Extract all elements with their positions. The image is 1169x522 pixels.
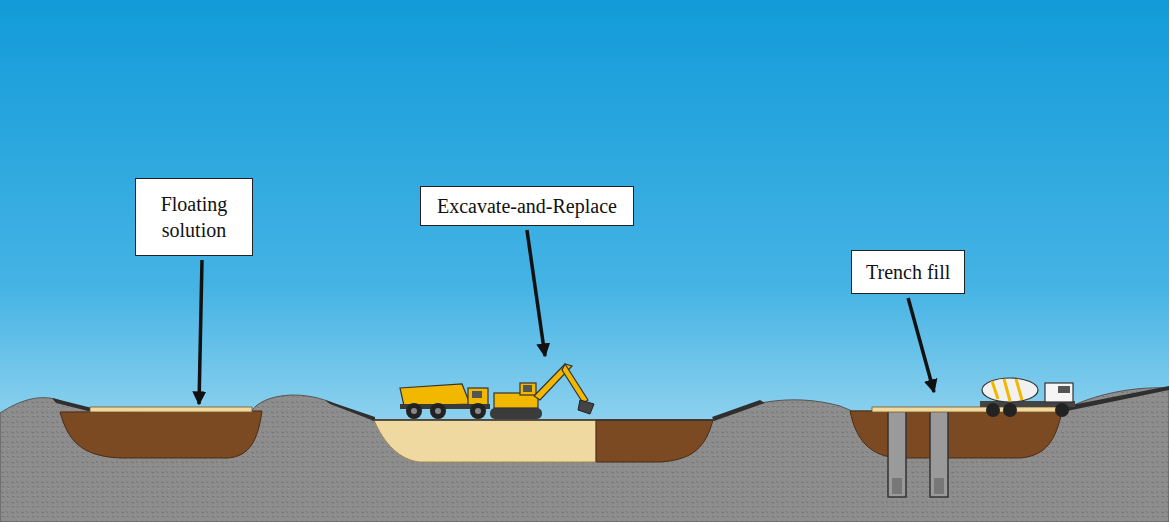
slab-layer bbox=[872, 407, 1062, 412]
trench-concrete bbox=[930, 411, 948, 497]
label-text: Excavate-and-Replace bbox=[437, 193, 617, 219]
soil-fill bbox=[596, 420, 713, 462]
slope bbox=[52, 398, 92, 412]
slope bbox=[712, 400, 765, 421]
label-text: Trench fill bbox=[866, 259, 950, 285]
leader-arrow bbox=[199, 260, 202, 404]
soil-fill bbox=[60, 411, 262, 458]
label-box: Excavate-and-Replace bbox=[420, 186, 634, 226]
label-box: Floating solution bbox=[135, 178, 253, 256]
concrete-mixer-truck bbox=[980, 378, 1075, 417]
dump-truck bbox=[400, 384, 490, 419]
ground bbox=[0, 388, 1169, 522]
floating-layer bbox=[90, 407, 252, 412]
label-text: Floating solution bbox=[148, 191, 240, 243]
slope bbox=[325, 400, 375, 421]
trench-concrete bbox=[888, 411, 906, 497]
replaced-fill bbox=[374, 420, 596, 462]
leader-arrow bbox=[908, 298, 934, 392]
label-box: Trench fill bbox=[851, 250, 965, 294]
slope bbox=[1062, 386, 1169, 412]
soil-fill bbox=[850, 411, 1062, 458]
excavator bbox=[490, 364, 594, 419]
leader-arrow bbox=[527, 230, 545, 356]
